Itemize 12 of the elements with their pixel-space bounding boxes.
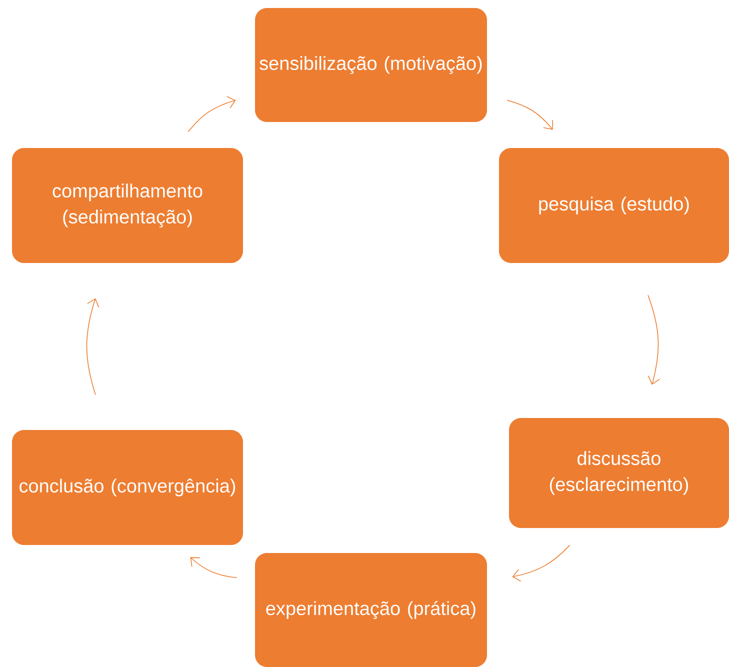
arrow — [190, 557, 238, 578]
process-box: discussão (esclarecimento) — [509, 418, 729, 528]
arrow — [648, 294, 660, 385]
process-box: sensibilização (motivação) — [255, 8, 487, 122]
arrow — [506, 100, 554, 130]
process-box: conclusão (convergência) — [12, 430, 243, 545]
arrow — [86, 298, 100, 396]
process-box: compartilhamento (sedimentação) — [12, 148, 243, 263]
process-box: pesquisa (estudo) — [499, 148, 729, 263]
process-box: experimentação (prática) — [255, 552, 487, 667]
arrow — [188, 96, 236, 132]
arrow — [512, 544, 570, 582]
